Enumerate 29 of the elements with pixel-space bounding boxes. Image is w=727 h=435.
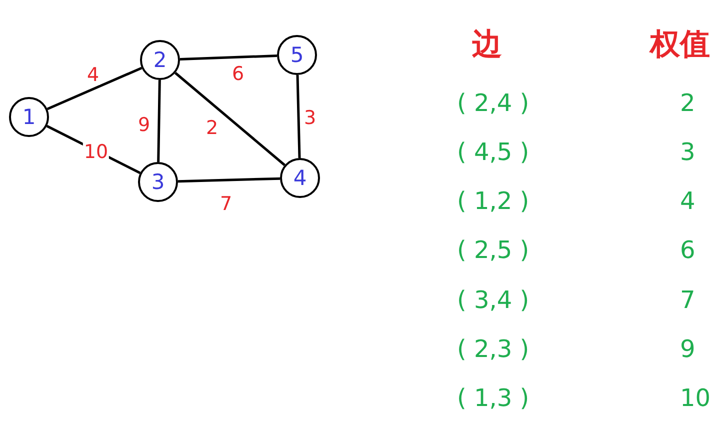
column-header: 权值 xyxy=(650,30,710,60)
table-cell: 6 xyxy=(680,235,696,265)
edge-line xyxy=(178,177,280,183)
table-cell: ( 1,2 ) xyxy=(457,186,530,216)
table-cell: ( 2,3 ) xyxy=(457,334,530,364)
edge-weight: 4 xyxy=(86,65,100,85)
edge-line xyxy=(174,72,286,166)
table-cell: ( 3,4 ) xyxy=(457,285,530,315)
vertex-circle: 1 xyxy=(9,97,49,137)
edge-line xyxy=(46,66,142,110)
table-cell: 2 xyxy=(680,88,696,118)
table-cell: ( 2,4 ) xyxy=(457,88,530,118)
table-cell: ( 4,5 ) xyxy=(457,137,530,167)
column-header: 边 xyxy=(472,30,502,60)
vertex-circle: 2 xyxy=(140,40,180,80)
table-cell: ( 1,3 ) xyxy=(457,383,530,413)
table-cell: 10 xyxy=(680,383,711,413)
edge-line xyxy=(180,54,278,61)
table-cell: 4 xyxy=(680,186,696,216)
table-cell: 7 xyxy=(680,285,696,315)
table-cell: 9 xyxy=(680,334,696,364)
table-cell: ( 2,5 ) xyxy=(457,235,530,265)
edge-line xyxy=(296,74,301,158)
edge-line xyxy=(157,80,161,162)
vertex-circle: 5 xyxy=(277,35,317,75)
table-cell: 3 xyxy=(680,137,696,167)
vertex-circle: 4 xyxy=(280,158,320,198)
vertex-circle: 3 xyxy=(138,162,178,202)
edge-weight: 10 xyxy=(82,142,110,162)
